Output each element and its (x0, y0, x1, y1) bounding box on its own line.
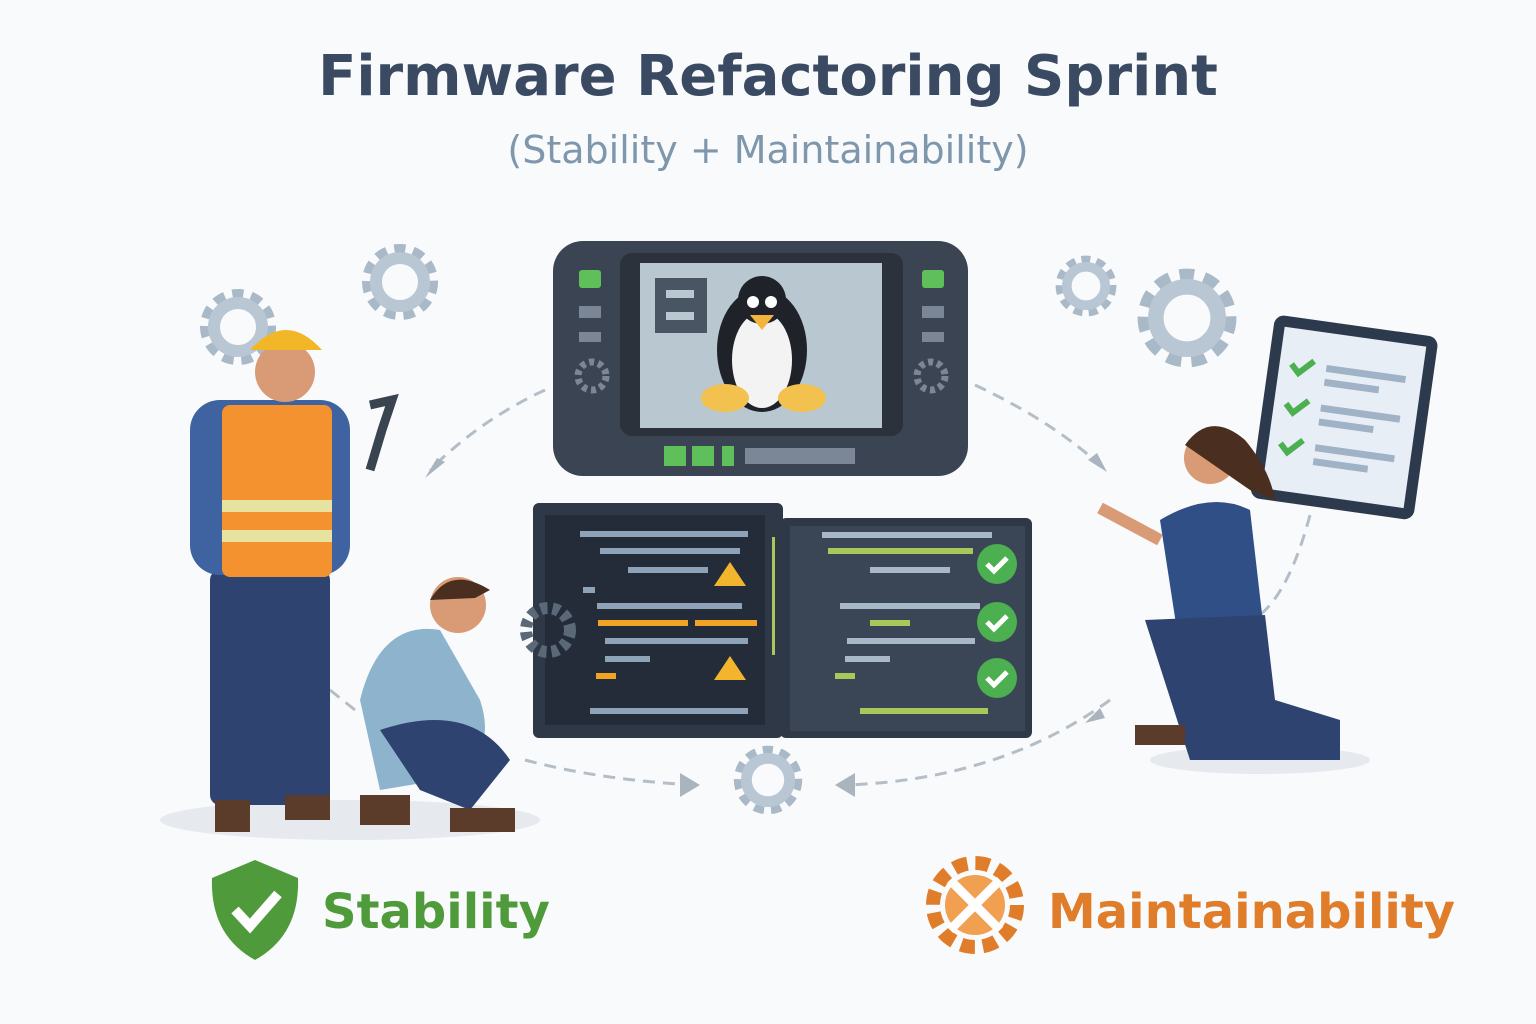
cycle-arrows (329, 383, 1312, 787)
warning-icon (714, 656, 746, 680)
maintainability-label: Maintainability (1048, 884, 1456, 940)
gear-icon (741, 753, 795, 807)
gear-icon (1148, 279, 1226, 357)
gear-icon (1062, 262, 1110, 310)
check-circle-icon (977, 658, 1017, 698)
shield-check-icon (211, 860, 299, 960)
engineer-standing (190, 330, 399, 832)
warning-icon (714, 562, 746, 586)
code-panel-before (533, 503, 783, 738)
penguin-icon (701, 276, 826, 412)
stability-label: Stability (322, 884, 550, 940)
arrow-heads (425, 453, 1107, 797)
page-title: Firmware Refactoring Sprint (318, 44, 1218, 109)
gear-icon (370, 252, 430, 312)
engineer-kneeling (1097, 426, 1340, 760)
check-circle-icon (977, 544, 1017, 584)
wrench-icon (365, 393, 399, 472)
engineer-crouching (360, 577, 576, 832)
page-subtitle: (Stability + Maintainability) (507, 128, 1029, 172)
checklist-icon (1250, 315, 1438, 520)
check-circle-icon (977, 602, 1017, 642)
wrench-gear-icon (926, 856, 1024, 954)
